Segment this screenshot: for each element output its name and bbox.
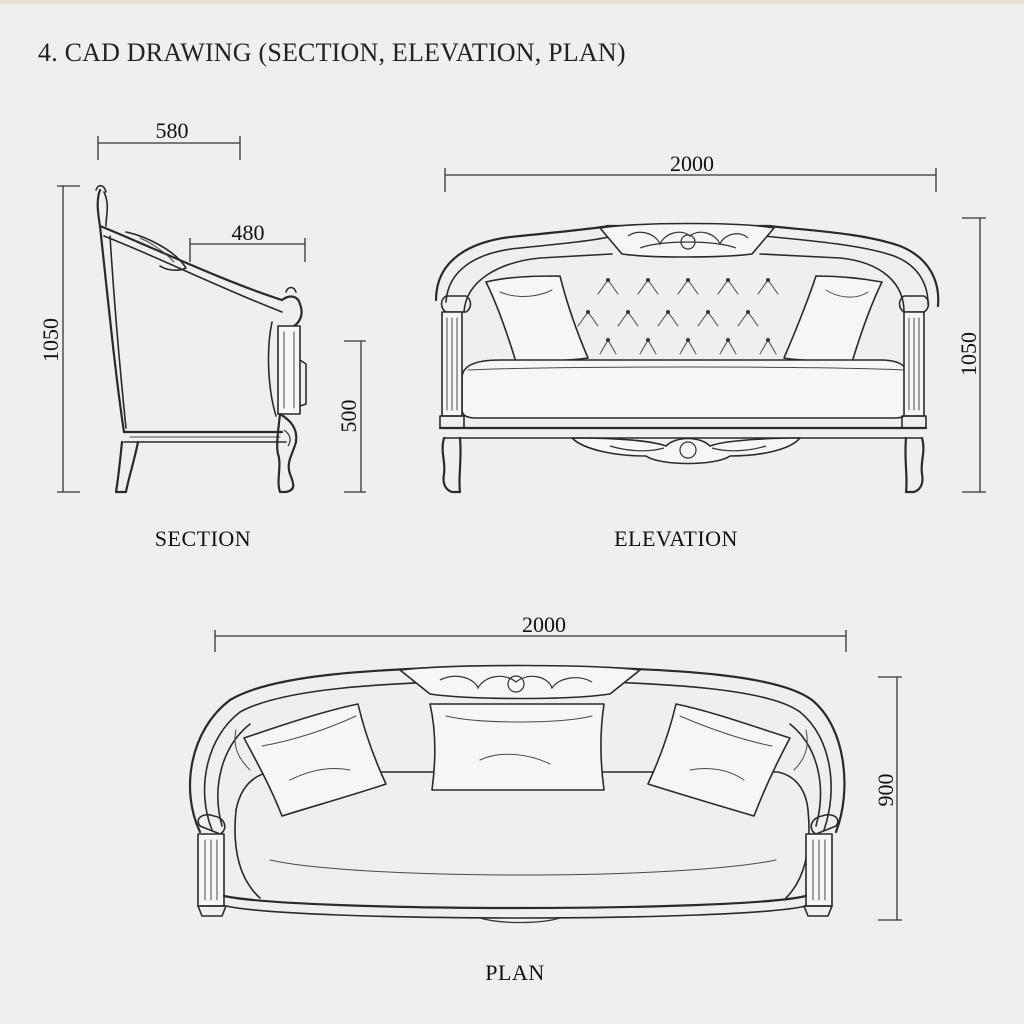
plan-depth-dimension: 900 xyxy=(873,676,902,921)
section-seat-height-dimension: 500 xyxy=(336,340,366,493)
section-sofa-drawing xyxy=(95,184,307,494)
section-seat-depth-value: 480 xyxy=(232,220,265,245)
elevation-tufting xyxy=(577,278,779,355)
section-label: SECTION xyxy=(155,526,251,551)
plan-width-value: 2000 xyxy=(522,612,566,637)
plan-right-arm-post xyxy=(803,813,839,917)
elevation-right-pillow xyxy=(783,275,883,363)
plan-center-pillow xyxy=(429,703,605,791)
plan-right-pillow xyxy=(647,703,791,817)
section-seat-height-value: 500 xyxy=(336,400,361,433)
elevation-height-value: 1050 xyxy=(956,332,981,376)
page-title: 4. CAD DRAWING (SECTION, ELEVATION, PLAN… xyxy=(38,38,626,67)
plan-left-arm-post xyxy=(197,813,227,917)
section-depth-value: 580 xyxy=(156,118,189,143)
elevation-width-value: 2000 xyxy=(670,151,714,176)
plan-depth-value: 900 xyxy=(873,774,898,807)
elevation-left-arm-post xyxy=(439,295,472,429)
plan-width-dimension: 2000 xyxy=(214,612,847,652)
plan-view: 2000 900 xyxy=(188,612,902,985)
top-rule xyxy=(0,0,1024,4)
elevation-height-dimension: 1050 xyxy=(956,217,986,493)
elevation-right-arm-post xyxy=(898,295,930,429)
plan-crest-carving xyxy=(399,664,641,700)
section-height-dimension: 1050 xyxy=(38,185,80,493)
elevation-apron-carving xyxy=(571,437,801,465)
section-seat-depth-dimension: 480 xyxy=(189,220,306,262)
plan-label: PLAN xyxy=(485,960,544,985)
section-view: 580 480 1050 500 xyxy=(38,118,366,551)
elevation-left-pillow xyxy=(485,275,589,363)
elevation-label: ELEVATION xyxy=(614,526,738,551)
plan-left-pillow xyxy=(243,703,387,817)
plan-sofa-drawing xyxy=(188,664,846,924)
elevation-view: 2000 1050 xyxy=(434,151,986,551)
section-depth-dimension: 580 xyxy=(97,118,241,160)
section-height-value: 1050 xyxy=(38,318,63,362)
elevation-sofa-drawing xyxy=(434,222,940,494)
elevation-width-dimension: 2000 xyxy=(444,151,937,192)
